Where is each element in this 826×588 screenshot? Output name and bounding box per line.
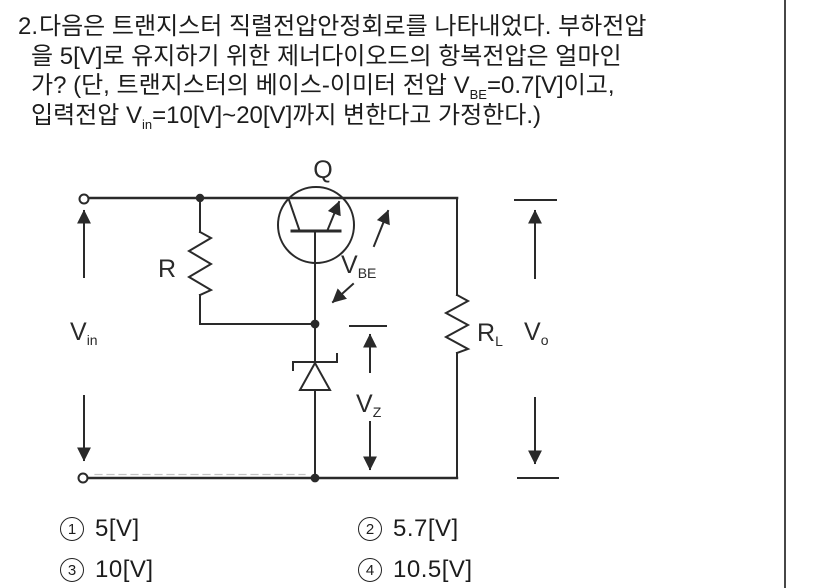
- question-line-3: 가? (단, 트랜지스터의 베이스-이미터 전압 VBE=0.7[V]이고,: [31, 72, 615, 102]
- input-terminal-bottom: [77, 472, 89, 484]
- choice-3: 3 10[V]: [60, 556, 154, 584]
- choice-1-number: 1: [60, 517, 84, 541]
- junction-dot-base: [310, 319, 320, 329]
- circuit-diagram: Q R Vin VBE VZ RL Vo: [70, 156, 559, 484]
- base-emitter-voltage-label: VBE: [341, 251, 376, 281]
- choice-3-number: 3: [60, 558, 84, 582]
- series-resistor: [187, 230, 214, 297]
- question-number: 2.: [18, 13, 39, 40]
- page-column-divider: [784, 0, 786, 588]
- question-block: 2.다음은 트랜지스터 직렬전압안정회로를 나타내었다. 부하전압 을 5[V]…: [18, 12, 780, 130]
- choice-1: 1 5[V]: [60, 515, 140, 543]
- vbe-arrow-to-base: [331, 282, 355, 304]
- junction-dot-bottom: [310, 473, 320, 483]
- question-text: 다음은 트랜지스터 직렬전압안정회로를 나타내었다. 부하전압: [39, 13, 647, 40]
- transistor-collector: [287, 198, 301, 231]
- input-terminal-top: [78, 193, 90, 205]
- input-voltage-label: Vin: [70, 318, 98, 348]
- load-resistor: [443, 293, 471, 355]
- choice-2-number: 2: [358, 517, 382, 541]
- zener-voltage-label: VZ: [356, 390, 382, 420]
- load-resistor-label: RL: [477, 319, 503, 349]
- vbe-arrow-to-emitter: [372, 209, 390, 248]
- series-resistor-label: R: [158, 255, 176, 283]
- choice-4-number: 4: [358, 558, 382, 582]
- choice-1-label: 5[V]: [95, 515, 140, 542]
- zener-anode-triangle: [298, 360, 332, 391]
- vbe-subscript: BE: [469, 86, 487, 102]
- choice-3-label: 10[V]: [95, 556, 154, 583]
- choice-2-label: 5.7[V]: [393, 515, 459, 542]
- question-line-1: 2.다음은 트랜지스터 직렬전압안정회로를 나타내었다. 부하전압: [18, 12, 780, 42]
- junction-dot-top: [195, 193, 205, 203]
- choice-2: 2 5.7[V]: [358, 515, 459, 543]
- output-voltage-label: Vo: [524, 318, 549, 348]
- question-line-2: 을 5[V]로 유지하기 위한 제너다이오드의 항복전압은 얼마인: [31, 42, 622, 70]
- choice-4: 4 10.5[V]: [358, 556, 473, 584]
- choice-4-label: 10.5[V]: [393, 556, 473, 583]
- transistor-label: Q: [313, 156, 332, 184]
- transistor-emitter-arrow: [326, 200, 341, 231]
- question-line-4: 입력전압 Vin=10[V]~20[V]까지 변한다고 가정한다.): [31, 101, 542, 132]
- vin-subscript: in: [142, 116, 153, 132]
